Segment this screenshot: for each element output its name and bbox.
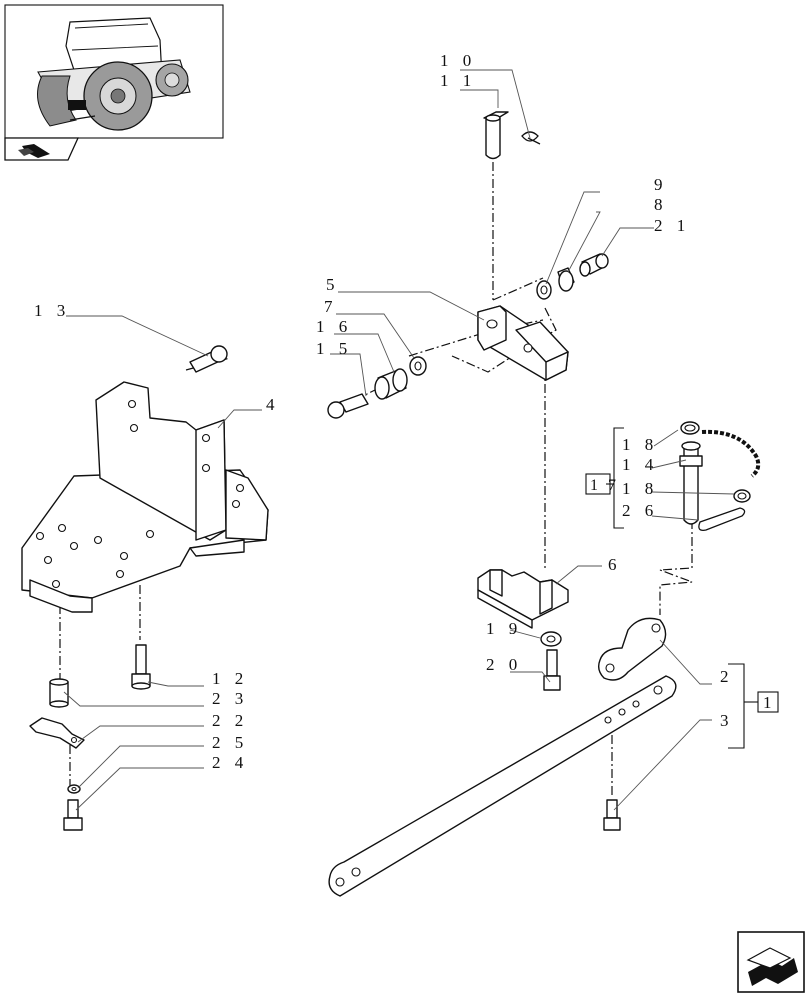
support-6[interactable] — [477, 569, 569, 629]
label-21: 2 1 — [654, 216, 690, 235]
clip-26[interactable] — [698, 507, 746, 531]
label-8: 8 — [654, 195, 668, 214]
group-bracket-1 — [728, 663, 779, 749]
clip-22[interactable] — [29, 717, 85, 749]
nav-arrow-icon — [18, 144, 50, 158]
label-5: 5 — [326, 275, 340, 294]
bolt-13[interactable] — [189, 345, 228, 373]
label-14: 1 4 — [622, 455, 658, 474]
leader-lines — [63, 69, 735, 811]
spacer-8[interactable] — [557, 267, 575, 292]
group-bracket-17 — [585, 427, 624, 529]
lynch-clip[interactable] — [521, 131, 541, 145]
label-26: 2 6 — [622, 501, 658, 520]
screw-24[interactable] — [63, 799, 83, 831]
label-7: 7 — [324, 297, 338, 316]
washer-9[interactable] — [536, 280, 552, 300]
label-11: 1 1 — [440, 71, 476, 90]
next-page-icon[interactable] — [737, 931, 805, 993]
tractor-thumbnail[interactable] — [4, 4, 224, 161]
part-labels: 1 0 1 1 9 8 2 1 5 7 1 6 1 5 1 3 4 1 8 1 … — [34, 51, 772, 772]
washer-25[interactable] — [67, 784, 81, 794]
label-1: 1 — [763, 693, 772, 712]
label-22: 2 2 — [212, 711, 248, 730]
screw-12[interactable] — [131, 644, 151, 690]
lift-pin[interactable] — [483, 111, 509, 160]
screw-3-lower[interactable] — [603, 799, 621, 831]
tractor-illustration-icon — [37, 17, 191, 131]
label-23: 2 3 — [212, 689, 248, 708]
ring-18-top[interactable] — [680, 421, 700, 435]
bracket-5[interactable] — [477, 305, 569, 381]
ref-box-17[interactable] — [585, 473, 611, 495]
ring-18-side[interactable] — [733, 489, 751, 503]
label-15: 1 5 — [316, 339, 352, 358]
label-3: 3 — [720, 711, 734, 730]
label-6: 6 — [608, 555, 622, 574]
link-2[interactable] — [597, 617, 667, 681]
label-4: 4 — [266, 395, 280, 414]
bolt-15[interactable] — [327, 393, 369, 419]
screw-20[interactable] — [543, 649, 561, 691]
label-18-top: 1 8 — [622, 435, 658, 454]
label-25: 2 5 — [212, 733, 248, 752]
hitch-bracket-4[interactable] — [21, 381, 269, 613]
drawbar-3[interactable] — [328, 675, 677, 897]
label-9: 9 — [654, 175, 668, 194]
label-12: 1 2 — [212, 669, 248, 688]
label-24: 2 4 — [212, 753, 248, 772]
label-16: 1 6 — [316, 317, 352, 336]
grease-fitting-21[interactable] — [579, 253, 609, 277]
label-18-side: 1 8 — [622, 479, 658, 498]
ref-box-1[interactable] — [757, 691, 779, 713]
washer-19[interactable] — [540, 631, 562, 647]
label-2: 2 — [720, 667, 734, 686]
label-19: 1 9 — [486, 619, 522, 638]
pin-14[interactable] — [679, 441, 703, 525]
label-10: 1 0 — [440, 51, 476, 70]
spacer-16[interactable] — [374, 368, 408, 400]
label-13: 1 3 — [34, 301, 70, 320]
label-17: 1 7 — [590, 477, 619, 494]
label-20: 2 0 — [486, 655, 522, 674]
sleeve-23[interactable] — [49, 678, 69, 708]
washer-7[interactable] — [409, 356, 427, 376]
chain-icon — [701, 429, 761, 478]
